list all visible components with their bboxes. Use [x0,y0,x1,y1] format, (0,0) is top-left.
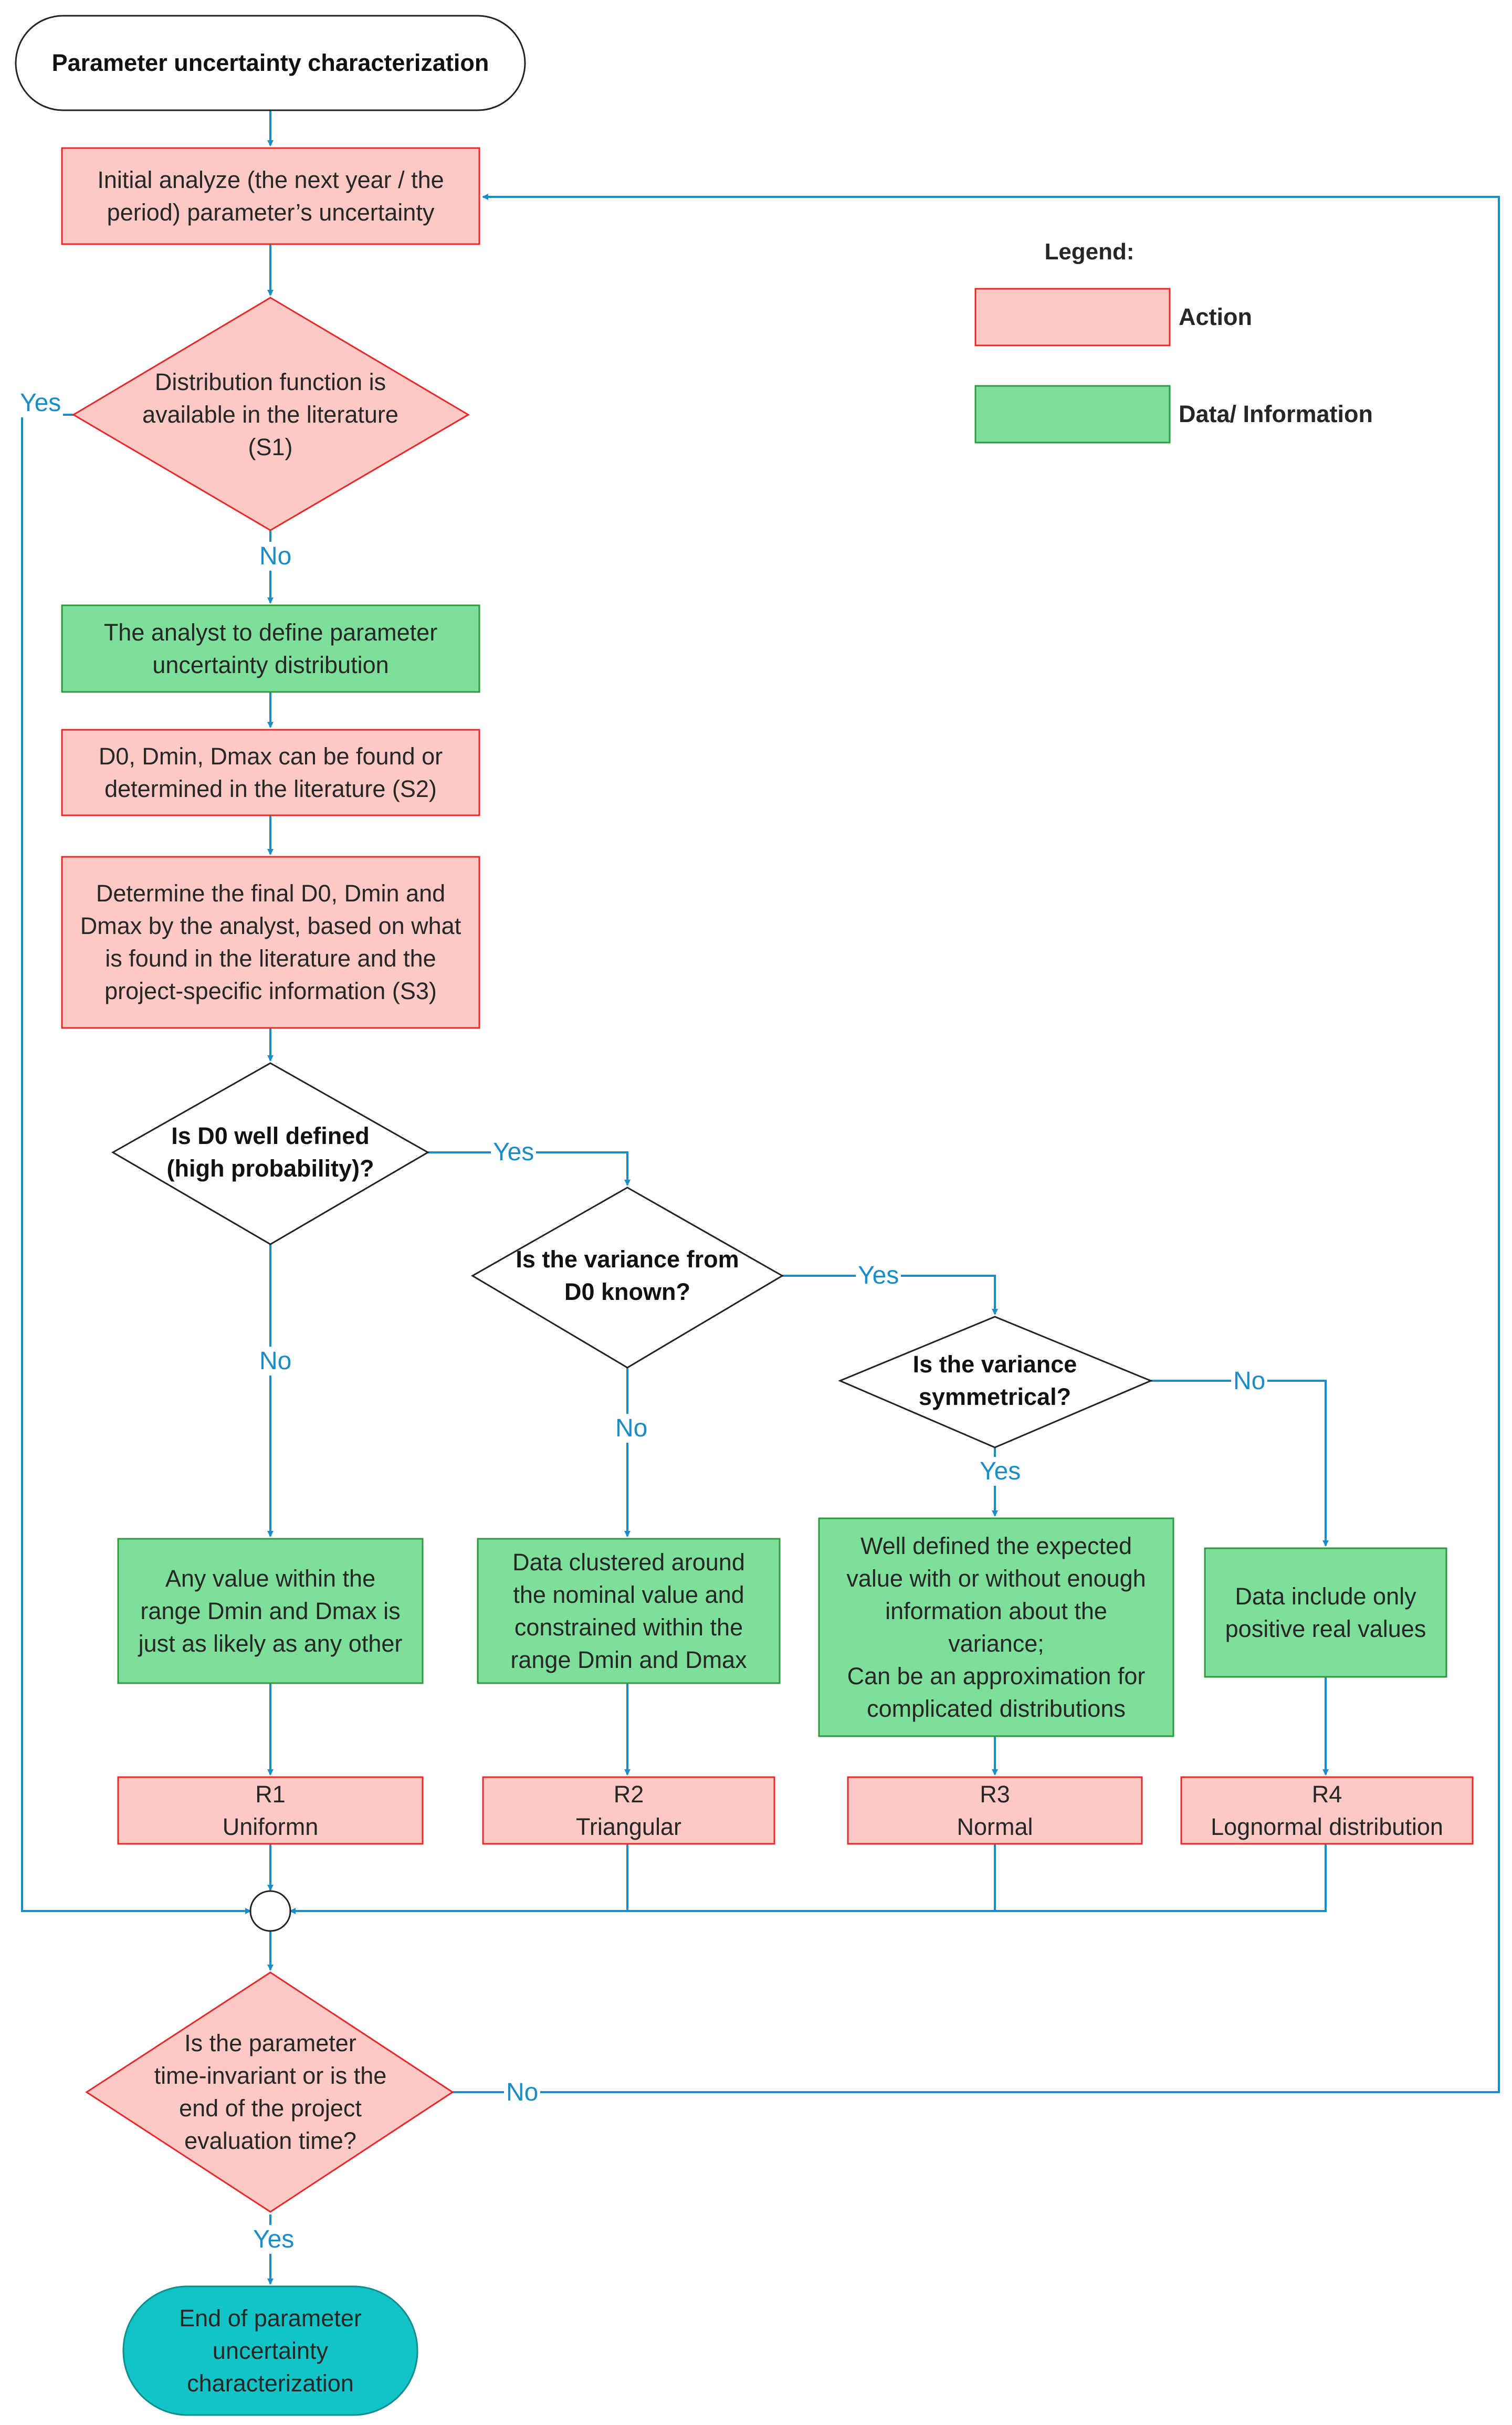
legend-data-swatch [974,385,1171,444]
end-label: End of parameter uncertainty characteriz… [179,2304,362,2397]
s3-label: Determine the final D0, Dmin and Dmax by… [80,880,461,1004]
sym-decision-diamond [838,1316,1153,1448]
info-r1-label: Any value within the range Dmin and Dmax… [138,1565,403,1657]
r4-action-box [1180,1776,1474,1845]
info-r3-box [818,1517,1174,1737]
d0-decision-diamond [111,1062,430,1245]
initial-label: Initial analyze (the next year / the per… [97,166,444,226]
r1-action-box [117,1776,424,1845]
s1-decision-diamond [72,297,470,531]
r2-action-box [482,1776,775,1845]
r3-label: R3 Normal [957,1780,1033,1840]
edge-label-sym-yes: Yes [978,1457,1023,1486]
info-r3-label: Well defined the expected value with or … [846,1532,1146,1722]
legend-action-swatch [974,288,1171,347]
initial-action-box [61,147,480,245]
edge-label-var-no: No [613,1414,650,1443]
r1-label: R1 Uniformn [222,1780,319,1840]
r4-label: R4 Lognormal distribution [1211,1780,1443,1840]
start-terminator [15,15,526,111]
legend-title: Legend: [1044,239,1135,265]
edge-time-no-loop [453,194,1500,2093]
sym-label: Is the variance symmetrical? [912,1351,1077,1410]
edge-label-d0-yes: Yes [491,1138,537,1167]
r2-label: R2 Triangular [576,1780,681,1840]
merge-connector [249,1890,291,1932]
edge-label-sym-no: No [1231,1367,1268,1395]
edge-sym-info-r4 [1151,1380,1329,1547]
edge-label-d0-no: No [257,1347,294,1376]
s2-label: D0, Dmin, Dmax can be found or determine… [98,742,443,802]
info-r4-box [1204,1547,1447,1678]
r3-action-box [847,1776,1143,1845]
s1-label: Distribution function is available in th… [142,369,398,460]
legend-action-label: Action [1179,303,1252,330]
info-r2-label: Data clustered around the nominal value … [510,1548,747,1673]
info-r2-box [477,1538,781,1684]
info-r1-box [117,1538,424,1684]
time-decision-diamond [85,1971,454,2213]
analyst-label: The analyst to define parameter uncertai… [103,618,438,678]
s3-action-box [61,856,480,1029]
edge-var-sym [782,1275,998,1315]
s2-action-box [61,729,480,816]
edge-label-s1-no: No [257,542,294,571]
start-label: Parameter uncertainty characterization [51,49,489,76]
var-decision-diamond [471,1187,784,1369]
edge-r-merge [289,1844,1327,1914]
edge-label-var-yes: Yes [856,1261,901,1290]
edge-label-time-no: No [504,2078,541,2107]
time-label: Is the parameter time-invariant or is th… [154,2030,387,2154]
analyst-info-box [61,604,480,693]
end-terminator [122,2285,418,2416]
info-r4-label: Data include only positive real values [1225,1582,1426,1642]
d0-label: Is D0 well defined (high probability)? [166,1122,374,1182]
legend-data-label: Data/ Information [1179,401,1373,427]
edge-label-time-yes: Yes [251,2225,297,2254]
var-label: Is the variance from D0 known? [516,1246,739,1305]
edge-label-s1-yes: Yes [18,389,64,417]
